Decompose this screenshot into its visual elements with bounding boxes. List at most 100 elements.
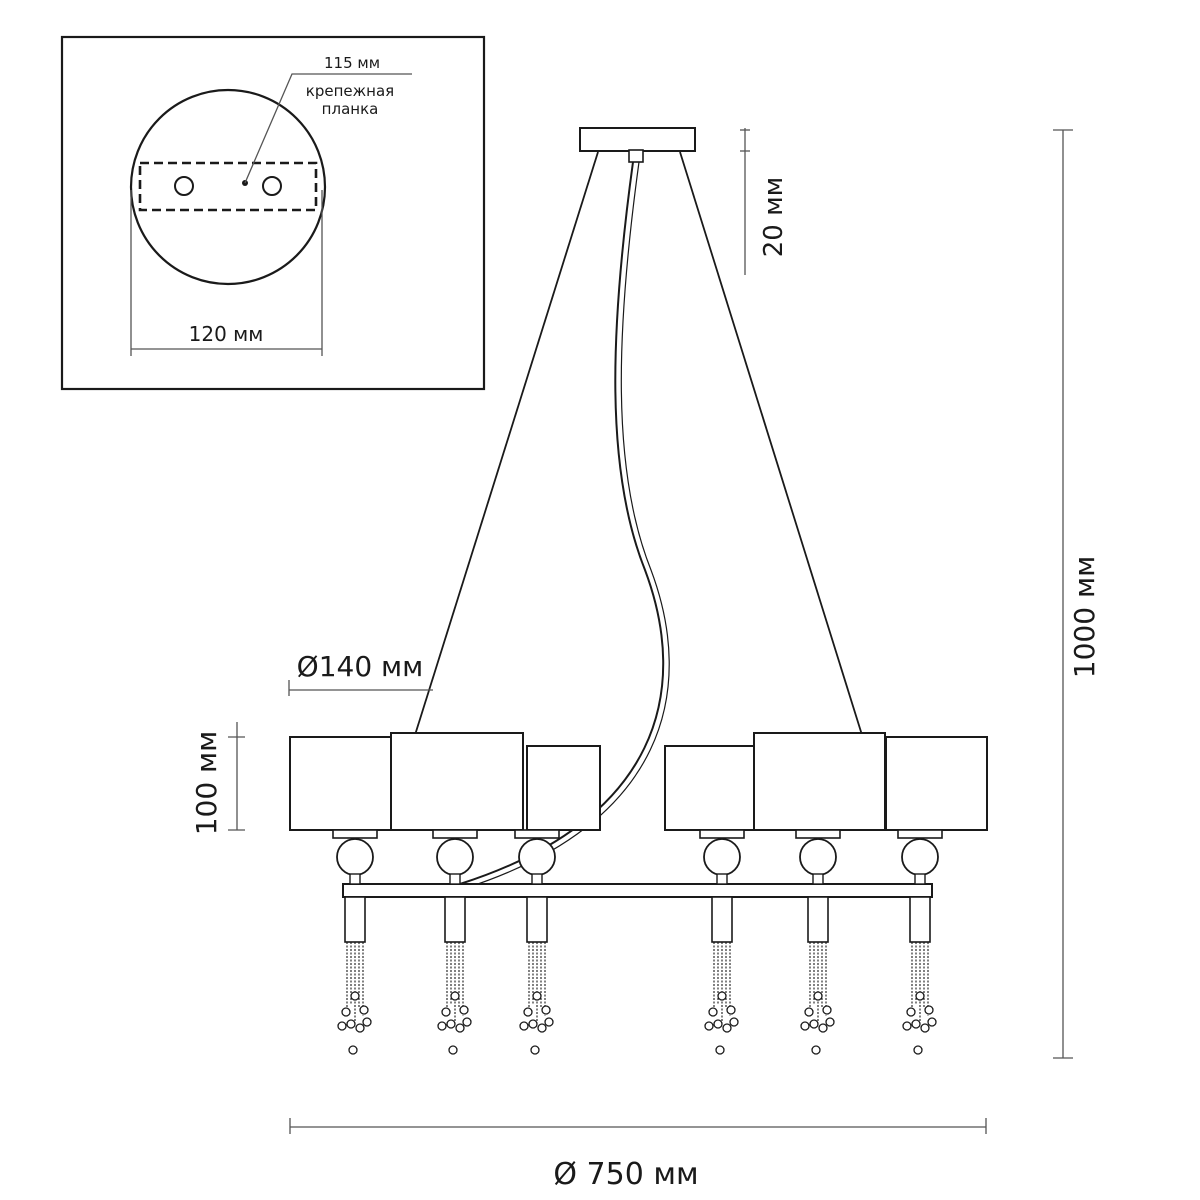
mounting-bracket	[138, 161, 318, 212]
shade	[289, 736, 401, 831]
crystal-bead	[337, 1021, 347, 1031]
bulb-stem	[449, 873, 461, 885]
bulb-stem	[531, 873, 543, 885]
drop-tube	[444, 896, 466, 943]
cable-grip	[628, 149, 644, 163]
crystal-bead	[800, 1021, 810, 1031]
shade	[885, 736, 988, 831]
crystal-bead	[355, 1023, 365, 1033]
crystal-bead	[927, 1017, 937, 1027]
lamp-holder	[795, 829, 841, 839]
bracket-label-line2: планка	[322, 100, 379, 118]
bulb-stem	[349, 873, 361, 885]
crystal-bead	[437, 1021, 447, 1031]
bulb-sphere	[901, 838, 939, 876]
crystal-bead	[809, 1019, 819, 1029]
crystal-bead	[532, 991, 542, 1001]
base-diameter-label: 120 мм	[189, 322, 264, 346]
crystal-bead	[911, 1019, 921, 1029]
bulb-sphere	[703, 838, 741, 876]
bracket-leader-line	[244, 73, 412, 184]
shade-diameter-label: Ø140 мм	[297, 650, 424, 683]
crystal-bead	[441, 1007, 451, 1017]
lamp-holder	[699, 829, 745, 839]
crystal-bead	[537, 1023, 547, 1033]
crystal-bead	[704, 1021, 714, 1031]
crystal-bead	[825, 1017, 835, 1027]
lamp-holder	[514, 829, 560, 839]
drop-tube	[909, 896, 931, 943]
plate-label: 115 мм	[324, 54, 380, 72]
bulb-stem	[812, 873, 824, 885]
bulb-sphere	[799, 838, 837, 876]
crystal-bead	[902, 1021, 912, 1031]
suspension-wire-right	[679, 151, 863, 736]
crystal-bead	[519, 1021, 529, 1031]
bulb-stem	[716, 873, 728, 885]
crystal-bead	[541, 1005, 551, 1015]
crystal-bead	[722, 1023, 732, 1033]
bulb-stem	[914, 873, 926, 885]
crystal-bead	[811, 1045, 821, 1055]
bulb-sphere	[518, 838, 556, 876]
bulb-sphere	[336, 838, 374, 876]
crystal-bead	[804, 1007, 814, 1017]
canopy-and-suspension	[414, 127, 863, 889]
shade	[753, 732, 886, 831]
crystal-bead	[924, 1005, 934, 1015]
lamp-arms	[332, 829, 943, 1055]
crystal-bead	[362, 1017, 372, 1027]
lamp-holder	[332, 829, 378, 839]
crystal-bead	[813, 991, 823, 1001]
crystal-bead	[717, 991, 727, 1001]
ceiling-plate-circle	[129, 88, 327, 286]
dimensions: 20 мм 1000 мм Ø140 мм 100 мм Ø 750 мм	[190, 128, 1101, 1192]
crystal-bead	[729, 1017, 739, 1027]
shade	[664, 745, 756, 831]
crystal-bead	[920, 1023, 930, 1033]
shade	[526, 745, 601, 831]
crystal-bead	[906, 1007, 916, 1017]
crystal-bead	[359, 1005, 369, 1015]
crystal-bead	[715, 1045, 725, 1055]
drop-tube	[526, 896, 548, 943]
power-cable-outline	[465, 161, 670, 889]
crystal-bead	[346, 1019, 356, 1029]
overall-diameter-label: Ø 750 мм	[553, 1157, 698, 1192]
crystal-bead	[341, 1007, 351, 1017]
crystal-bead	[544, 1017, 554, 1027]
ceiling-canopy	[579, 127, 696, 152]
shade	[390, 732, 524, 831]
lamp-holder	[897, 829, 943, 839]
crystal-bead	[713, 1019, 723, 1029]
total-height-label: 1000 мм	[1068, 556, 1101, 678]
crystal-bead	[530, 1045, 540, 1055]
crystal-bead	[913, 1045, 923, 1055]
crystal-bead	[528, 1019, 538, 1029]
crystal-bead	[462, 1017, 472, 1027]
crystal-bead	[348, 1045, 358, 1055]
suspension-wire-left	[414, 151, 599, 736]
shade-height-label: 100 мм	[190, 731, 223, 836]
mounting-plate-inset: 115 мм крепежная планка 120 мм	[60, 35, 486, 391]
bracket-label-line1: крепежная	[306, 82, 394, 100]
crystal-bead	[450, 991, 460, 1001]
crystal-bead	[523, 1007, 533, 1017]
lamp-holder	[432, 829, 478, 839]
bulb-sphere	[436, 838, 474, 876]
crystal-bead	[455, 1023, 465, 1033]
crystal-bead	[915, 991, 925, 1001]
screw-hole-left	[174, 176, 194, 196]
crystal-bead	[459, 1005, 469, 1015]
crystal-bead	[446, 1019, 456, 1029]
drop-tube	[807, 896, 829, 943]
horizontal-frame-bar	[342, 883, 933, 898]
crystal-bead	[350, 991, 360, 1001]
screw-hole-right	[262, 176, 282, 196]
crystal-bead	[708, 1007, 718, 1017]
inset-frame	[60, 35, 486, 391]
lamp-shades	[289, 732, 988, 831]
drop-tube	[711, 896, 733, 943]
canopy-height-label: 20 мм	[759, 177, 789, 258]
